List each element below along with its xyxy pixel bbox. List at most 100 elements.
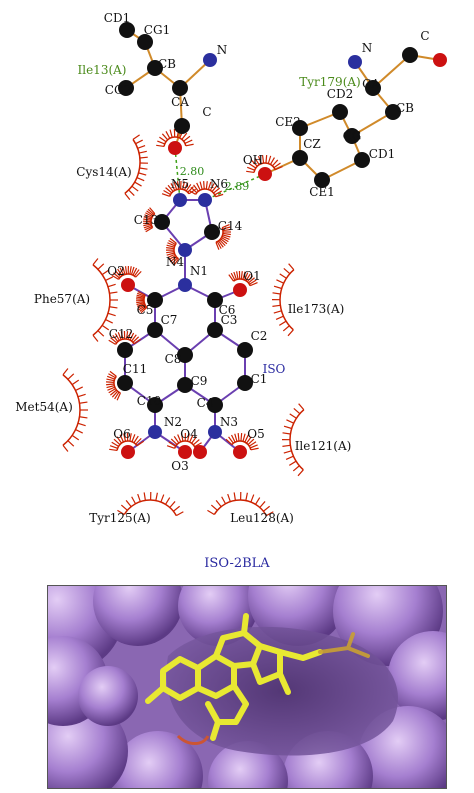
arc-tick [119,434,124,443]
ligand-atom-o2 [121,278,135,292]
arc-tick [137,493,141,502]
arc-tick [106,385,115,389]
arc-tick [136,177,145,182]
arc-tick [129,433,132,442]
ligand-label-c4: C4 [197,396,214,410]
ligand-atom-o6 [121,445,135,459]
arc-tick [109,306,118,309]
arc-tick [189,434,194,443]
arc-tick [222,234,231,238]
arc-tick [108,373,116,379]
arc-tick [248,441,257,447]
residue-label-cys14a: Cys14(A) [76,165,131,179]
arc-tick [283,450,292,454]
tyr179-label-ce1: CE1 [309,185,335,199]
arc-tick [220,238,228,245]
tyr179-atom-ce2 [292,120,308,136]
arc-tick [246,436,252,444]
arc-tick [242,433,246,442]
arc-tick [173,258,180,266]
arc-tick [269,157,275,165]
arc-tick [166,247,175,250]
arc-tick [263,505,271,512]
arc-tick [136,294,145,298]
arc-tick [101,269,110,276]
arc-tick [176,511,184,517]
arc-tick [101,324,110,331]
arc-tick [143,224,152,229]
arc-tick [111,441,119,447]
arc-tick [169,129,173,138]
ligand-label-n4: N4 [166,255,185,269]
bonds-layer [124,29,441,453]
arc-tick [230,272,236,281]
arc-tick [168,255,176,261]
arc-tick [165,187,173,194]
ligand-name: ISO [263,362,286,376]
contact-arc [109,432,145,452]
arc-tick [119,267,124,276]
arc-tick [289,413,297,419]
arc-curve [173,440,197,450]
arc-tick [219,239,226,247]
phe57-arc [92,258,118,342]
arc-tick [255,497,261,505]
ligand-atom-c4 [207,397,223,413]
tyr179-atom-cb [385,104,401,120]
ile13-label-cd1: CD1 [104,11,130,25]
arc-tick [240,271,243,280]
arc-tick [183,182,189,191]
ligand-atom-n5 [173,193,187,207]
arc-tick [112,272,120,279]
arc-tick [261,155,265,164]
arc-tick [196,182,201,191]
ile13-label-cg2: CG2 [105,83,131,97]
arc-tick [97,330,105,337]
arc-tick [173,505,181,512]
hydrophobic-arcs-layer [62,128,305,517]
arc-tick [133,338,142,345]
arc-tick [249,282,258,287]
contact-arc [165,237,180,266]
ligand-label-c14: C14 [218,219,243,233]
arc-tick [107,283,116,288]
tyr179-label-cd1: CD1 [369,147,395,161]
contact-arc [228,270,258,287]
arc-tick [273,285,282,290]
arc-tick [155,492,158,501]
tyr179-atom-c [402,47,418,63]
arc-tick [136,300,145,304]
arc-tick [207,509,215,516]
arc-tick [257,155,262,164]
arc-tick [135,139,143,145]
arc-tick [265,155,268,164]
arc-tick [272,304,281,307]
arc-tick [166,252,175,256]
arc-tick [237,433,240,442]
arc-tick [97,263,105,270]
ligand-atom-c8 [177,347,193,363]
arc-tick [129,332,135,341]
ligand-atom-c6 [207,292,223,308]
arc-curve [289,409,305,471]
tyr179-atom-ce1 [314,172,330,188]
arc-tick [144,214,153,219]
arc-tick [132,134,140,140]
hbond-residue-tyr179: Tyr179(A) [299,75,360,89]
ligand-label-n3: N3 [220,415,238,429]
tyr179-label-cg: CG [343,129,362,143]
arc-curve [124,138,141,194]
arc-tick [283,268,291,275]
arc-tick [221,237,229,243]
contact-arc [161,180,197,197]
ligand-atom-o1 [233,283,247,297]
arc-tick [177,434,182,443]
arc-tick [186,433,190,442]
ligand-label-c2: C2 [251,329,268,343]
arc-tick [137,304,146,309]
tyr179-label-n: N [362,41,373,55]
arc-tick [138,305,146,311]
arc-tick [183,135,191,142]
arc-tick [144,225,153,231]
arc-tick [245,273,251,282]
